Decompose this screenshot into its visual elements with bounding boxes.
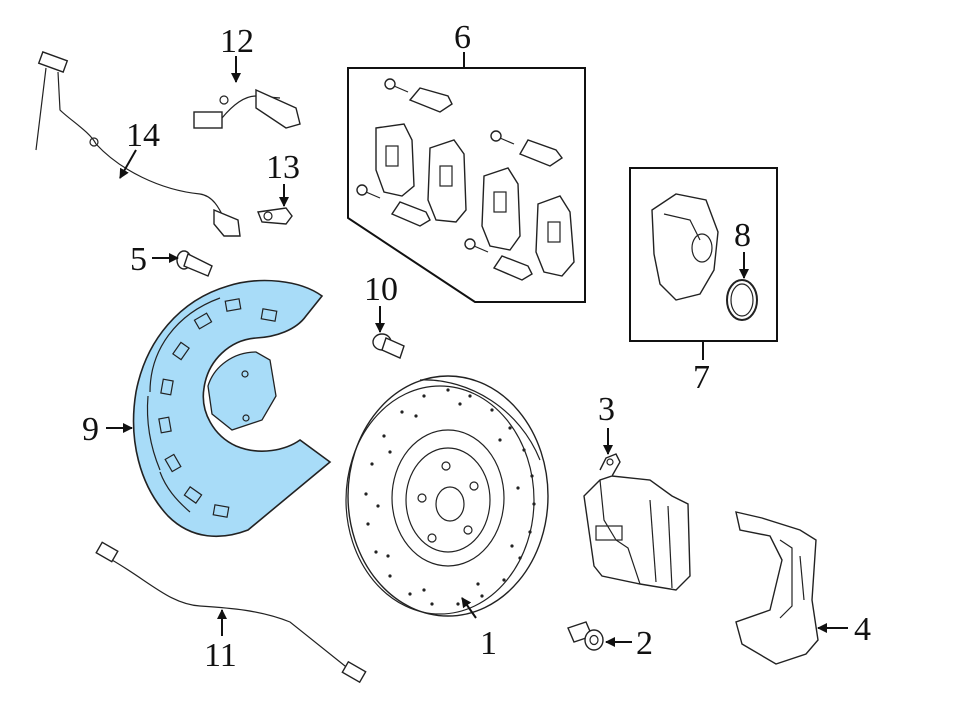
shield-bolt[interactable]: [176, 250, 213, 277]
callout-5: 5: [130, 241, 147, 278]
caliper-bracket[interactable]: [735, 511, 819, 665]
caliper-housing[interactable]: [651, 193, 719, 301]
brake-rotor[interactable]: [345, 375, 549, 617]
callout-14: 14: [126, 117, 160, 154]
callout-3: 3: [598, 391, 615, 428]
callout-11: 11: [204, 637, 237, 674]
caliper[interactable]: [583, 453, 691, 591]
callout-13: 13: [266, 149, 300, 186]
callout-9: 9: [82, 411, 99, 448]
brake-pad-kit[interactable]: [356, 78, 575, 281]
callout-2: 2: [636, 625, 653, 662]
dust-shield[interactable]: [132, 279, 332, 538]
callout-10: 10: [364, 271, 398, 308]
callout-4: 4: [854, 611, 871, 648]
piston-seal[interactable]: [726, 279, 758, 321]
brake-hose[interactable]: [95, 541, 367, 684]
caliper-bolt[interactable]: [567, 621, 604, 651]
callout-7: 7: [693, 359, 710, 396]
sensor-clip[interactable]: [257, 207, 293, 225]
leader-14: [119, 149, 137, 179]
leader-1: [461, 597, 477, 619]
hub-bolt[interactable]: [372, 333, 405, 359]
callout-6: 6: [454, 19, 471, 56]
pad-kit-box: [347, 67, 586, 303]
callout-8: 8: [734, 217, 751, 254]
abs-sensor[interactable]: [35, 51, 241, 237]
callout-1: 1: [480, 625, 497, 662]
callout-12: 12: [220, 23, 254, 60]
pad-wear-sensor[interactable]: [193, 88, 301, 129]
